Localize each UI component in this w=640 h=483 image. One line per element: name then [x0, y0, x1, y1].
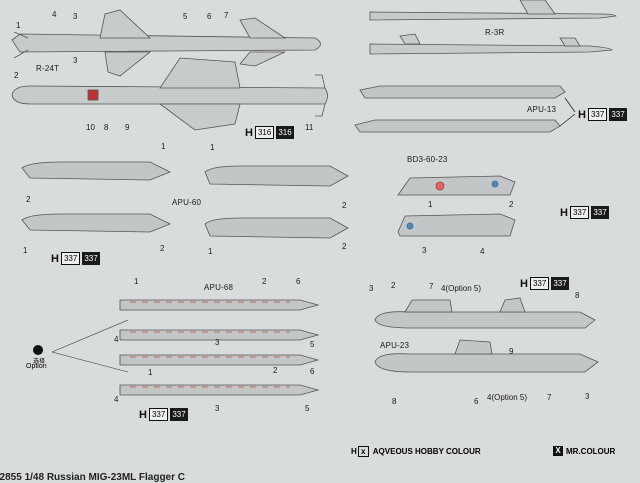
callout: 4(Option 5): [441, 284, 482, 293]
color-ref-apu68: H 337 337: [139, 408, 188, 421]
bd3-name: BD3-60-23: [407, 155, 448, 164]
callout: 1: [428, 200, 433, 209]
callout: 3: [369, 284, 374, 293]
callout: 8: [392, 397, 397, 406]
callout: 5: [183, 12, 188, 21]
bd3-pylon: [397, 175, 516, 237]
callout: 1: [23, 246, 28, 255]
apu23-name: APU-23: [380, 341, 410, 350]
r24t-missile-lower: [11, 57, 328, 131]
mr-code: 337: [551, 277, 569, 290]
callout: 2: [342, 201, 347, 210]
mr-code: 337: [609, 108, 627, 121]
callout: 6: [296, 277, 301, 286]
hobby-code: 337: [587, 108, 608, 121]
r24t-missile-upper: [11, 9, 321, 77]
legend-aqueous: H x AQVEOUS HOBBY COLOUR: [351, 446, 481, 457]
callout: 3: [215, 404, 220, 413]
mr-code: 337: [591, 206, 609, 219]
callout: 4: [480, 247, 485, 256]
legend-x-box: x: [357, 446, 369, 457]
callout: 2: [160, 244, 165, 253]
callout: 6: [474, 397, 479, 406]
mr-code: 337: [170, 408, 188, 421]
callout: 7: [547, 393, 552, 402]
apu60-pods: [21, 161, 349, 239]
color-ref-missile: H 316 316: [245, 126, 294, 139]
hobby-code: 337: [60, 252, 81, 265]
callout: 2: [26, 195, 31, 204]
color-ref-apu13: H 337 337: [578, 108, 627, 121]
callout: 2: [391, 281, 396, 290]
option-label: Option: [26, 363, 47, 370]
callout: 1: [148, 368, 153, 377]
color-ref-apu23: H 337 337: [520, 277, 569, 290]
callout: 3: [215, 338, 220, 347]
callout: 11: [305, 123, 314, 132]
option-cjk-label: 选择: [33, 359, 46, 365]
r3r-missile: [369, 0, 617, 55]
option-marker-icon: [33, 345, 43, 355]
callout: 4(Option 5): [487, 393, 528, 402]
apu23-launcher: [374, 297, 599, 373]
apu13-name: APU-13: [527, 105, 557, 114]
callout: 3: [73, 12, 78, 21]
callout: 2: [14, 71, 19, 80]
legend-h: H: [351, 447, 357, 456]
callout: 1: [210, 143, 215, 152]
page-footer: 02855 1/48 Russian MIG-23ML Flagger C: [0, 472, 186, 483]
callout: 9: [509, 347, 514, 356]
callout: 2: [509, 200, 514, 209]
callout: 3: [422, 246, 427, 255]
callout: 4: [114, 395, 119, 404]
hobby-code: 337: [569, 206, 590, 219]
legend-mr-label: MR.COLOUR: [566, 446, 616, 456]
callout: 9: [125, 123, 130, 132]
hobby-h: H: [578, 108, 586, 121]
apu68-rails: [119, 299, 320, 396]
callout: 4: [114, 335, 119, 344]
callout: 1: [208, 247, 213, 256]
callout: 1: [161, 142, 166, 151]
color-ref-bd3: H 337 337: [560, 206, 609, 219]
hobby-h: H: [139, 408, 147, 421]
callout: 2: [273, 366, 278, 375]
color-ref-apu60: H 337 337: [51, 252, 100, 265]
hobby-h: H: [245, 126, 253, 139]
callout: 7: [429, 282, 434, 291]
apu13-launcher: [354, 85, 576, 133]
hobby-h: H: [560, 206, 568, 219]
mr-code: 337: [82, 252, 100, 265]
legend-mr-x: X: [553, 446, 563, 456]
hobby-h: H: [520, 277, 528, 290]
callout: 3: [585, 392, 590, 401]
callout: 6: [310, 367, 315, 376]
callout: 3: [73, 56, 78, 65]
callout: 2: [262, 277, 267, 286]
callout: 8: [575, 291, 580, 300]
apu68-name: APU-68: [204, 283, 234, 292]
callout: 1: [16, 21, 21, 30]
legend-aqueous-label: AQVEOUS HOBBY COLOUR: [372, 447, 481, 456]
callout: 6: [207, 12, 212, 21]
callout: 1: [134, 277, 139, 286]
callout: 10: [86, 123, 95, 132]
r24t-name: R-24T: [36, 64, 60, 73]
hobby-code: 316: [254, 126, 275, 139]
callout: 7: [224, 11, 229, 20]
r3r-name: R-3R: [485, 28, 505, 37]
hobby-code: 337: [529, 277, 550, 290]
callout: 5: [305, 404, 310, 413]
callout: 8: [104, 123, 109, 132]
callout: 4: [52, 10, 57, 19]
option-arrows: [51, 319, 129, 373]
hobby-h: H: [51, 252, 59, 265]
hobby-code: 337: [148, 408, 169, 421]
callout: 5: [310, 340, 315, 349]
callout: 2: [342, 242, 347, 251]
mr-code: 316: [276, 126, 294, 139]
legend-mr: X MR.COLOUR: [553, 446, 615, 456]
apu60-name: APU-60: [172, 198, 202, 207]
